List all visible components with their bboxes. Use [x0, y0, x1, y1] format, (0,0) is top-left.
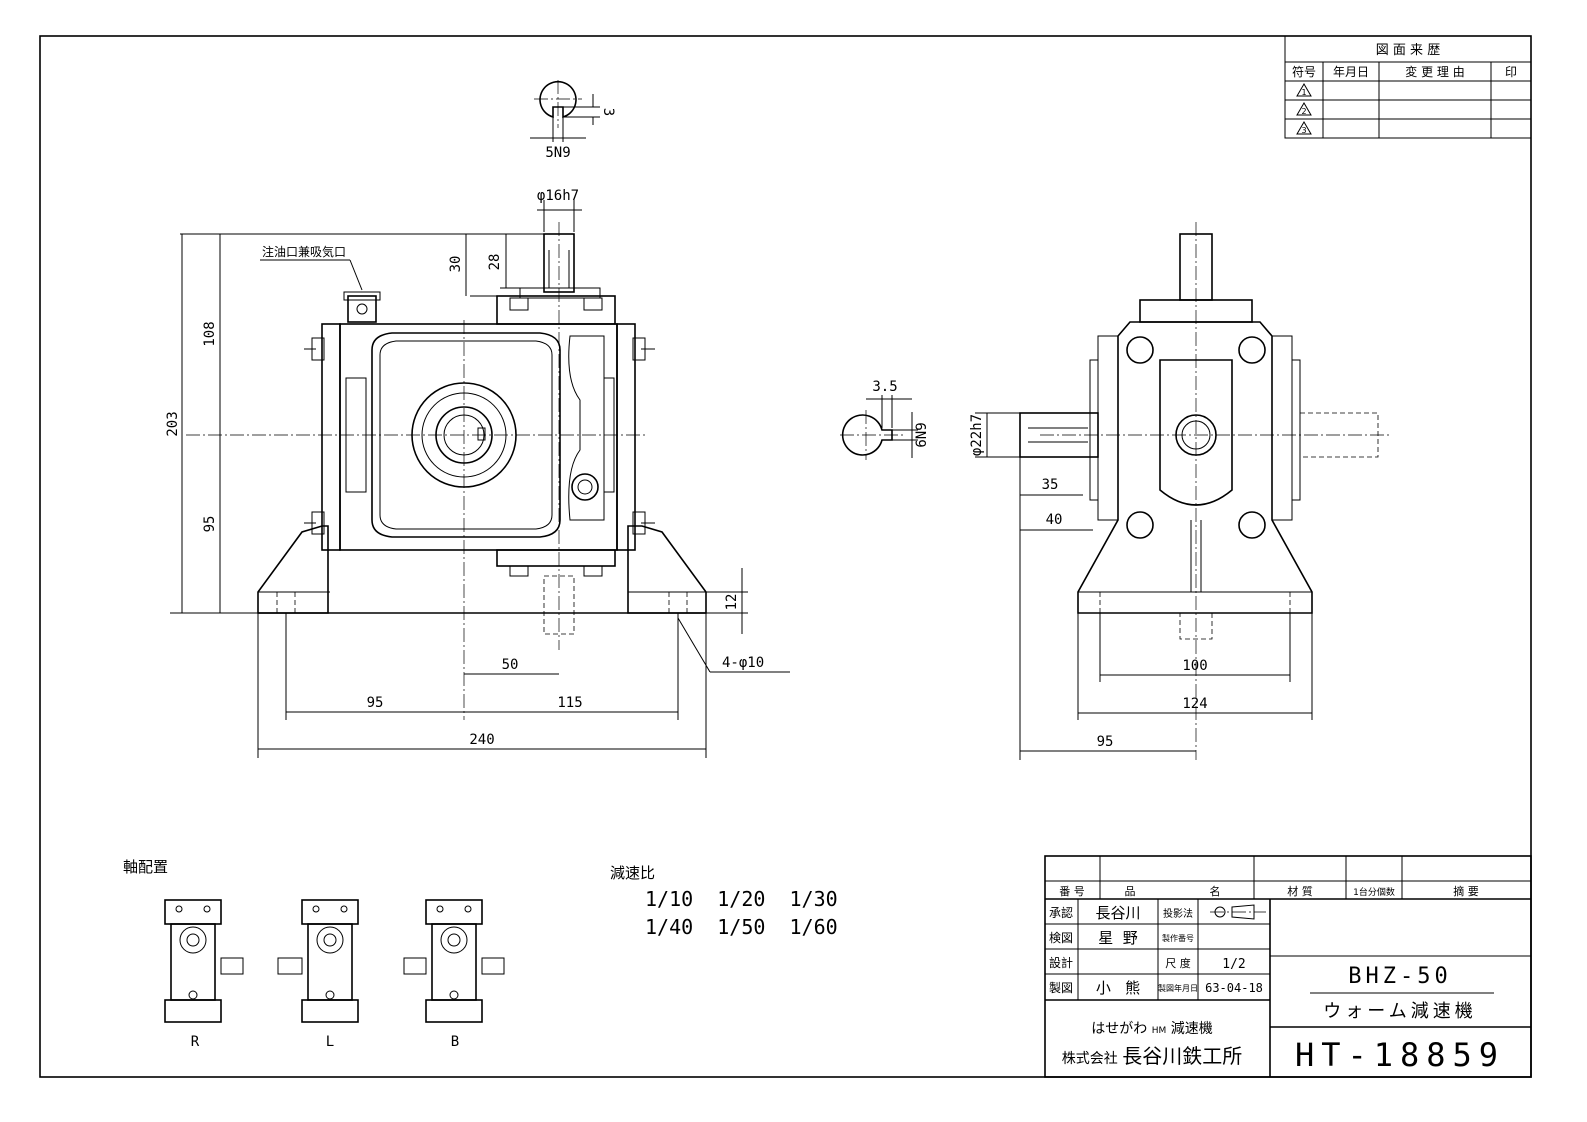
header-name-1: 品 — [1125, 885, 1136, 898]
dim-50: 50 — [502, 657, 519, 673]
header-qty: 1台分個数 — [1353, 886, 1395, 898]
draw-label: 製図 — [1049, 981, 1073, 995]
revision-symbol-1: 1 — [1296, 83, 1312, 97]
maker-line-2: 株式会社 長谷川鉄工所 — [1062, 1044, 1242, 1068]
front-view: 注油口兼吸気口 φ16h7 30 28 203 108 95 12 4-φ10 … — [165, 188, 790, 758]
dim-95-horizontal: 95 — [367, 695, 384, 711]
arrangement-label-b: B — [451, 1034, 459, 1050]
drawing-number: HT-18859 — [1295, 1036, 1505, 1074]
side-keyway-detail: 3.5 6N9 — [840, 379, 930, 460]
drawing-border — [39, 35, 1532, 1078]
svg-text:1: 1 — [1301, 88, 1306, 97]
revision-symbol-3: 3 — [1296, 121, 1312, 135]
model-name: BHZ-50 — [1348, 964, 1451, 989]
approve-name: 長谷川 — [1095, 904, 1140, 922]
dim-30: 30 — [448, 256, 464, 273]
reduction-row-2: 1/40 1/50 1/60 — [645, 915, 838, 939]
dim-115: 115 — [557, 695, 582, 711]
arrangement-label-l: L — [326, 1034, 334, 1050]
title-block: 番 号 品 名 材 質 1台分個数 摘 要 承認 長谷川 検図 星 野 設計 製… — [1044, 855, 1532, 1078]
header-no: 番 号 — [1059, 885, 1085, 898]
revision-header-reason: 変 更 理 由 — [1405, 64, 1464, 79]
shaft-arrangement: 軸配置 R L — [123, 858, 505, 1050]
check-name: 星 野 — [1098, 929, 1138, 947]
dim-203: 203 — [165, 411, 181, 436]
front-shaft-dia: φ16h7 — [537, 188, 579, 204]
dim-95-side: 95 — [1097, 734, 1114, 750]
dim-240: 240 — [469, 732, 494, 748]
revision-table: 図 面 来 歴 符号 年月日 変 更 理 由 印 1 2 3 — [1284, 35, 1532, 139]
top-key-width: 5N9 — [545, 145, 570, 161]
dim-12: 12 — [724, 594, 740, 611]
dim-40: 40 — [1046, 512, 1063, 528]
reduction-row-1: 1/10 1/20 1/30 — [645, 887, 838, 911]
header-remarks: 摘 要 — [1453, 884, 1479, 898]
svg-text:3: 3 — [1301, 126, 1306, 135]
revision-title: 図 面 来 歴 — [1376, 43, 1440, 58]
dim-100: 100 — [1182, 658, 1207, 674]
dim-bolt-holes: 4-φ10 — [722, 655, 764, 671]
maker-line-1: はせがわ HM 減速機 — [1091, 1020, 1212, 1037]
check-label: 検図 — [1049, 931, 1073, 945]
dim-95-vertical: 95 — [202, 516, 218, 533]
product-name: ウォーム減速機 — [1323, 1001, 1476, 1022]
design-label: 設計 — [1049, 955, 1073, 970]
revision-header-symbol: 符号 — [1292, 64, 1316, 79]
approve-label: 承認 — [1049, 905, 1073, 920]
dim-108: 108 — [202, 321, 218, 346]
scale-value: 1/2 — [1222, 957, 1245, 972]
work-no-label: 製作番号 — [1162, 933, 1194, 943]
header-name-2: 名 — [1210, 884, 1221, 898]
arrangement-b — [403, 899, 505, 1023]
side-view: φ22h7 35 40 100 124 95 — [969, 222, 1390, 760]
shaft-arrangement-title: 軸配置 — [123, 858, 168, 876]
date-value: 63-04-18 — [1205, 981, 1263, 995]
side-key-depth: 3.5 — [872, 379, 897, 395]
header-material: 材 質 — [1287, 884, 1313, 898]
dim-35: 35 — [1042, 477, 1059, 493]
top-key-depth: 3 — [600, 108, 616, 116]
svg-text:2: 2 — [1301, 107, 1306, 116]
side-shaft-dia: φ22h7 — [969, 414, 985, 456]
revision-symbol-2: 2 — [1296, 102, 1312, 116]
draw-name: 小 熊 — [1096, 979, 1140, 997]
arrangement-r — [164, 899, 244, 1023]
revision-header-seal: 印 — [1505, 65, 1517, 79]
projection-symbol — [1210, 904, 1266, 920]
oil-filler-label: 注油口兼吸気口 — [262, 244, 346, 259]
reduction-ratios: 減速比 1/10 1/20 1/30 1/40 1/50 1/60 — [610, 864, 838, 939]
revision-header-date: 年月日 — [1333, 65, 1369, 79]
dim-28: 28 — [487, 254, 503, 271]
top-keyway-detail: 3 5N9 — [530, 80, 616, 161]
arrangement-label-r: R — [191, 1034, 200, 1050]
date-label: 製図年月日 — [1158, 983, 1198, 993]
reduction-title: 減速比 — [610, 864, 655, 882]
projection-label: 投影法 — [1163, 907, 1193, 920]
arrangement-l — [277, 899, 359, 1023]
scale-label: 尺 度 — [1165, 956, 1191, 970]
side-key-width: 6N9 — [914, 422, 930, 447]
dim-124: 124 — [1182, 696, 1207, 712]
